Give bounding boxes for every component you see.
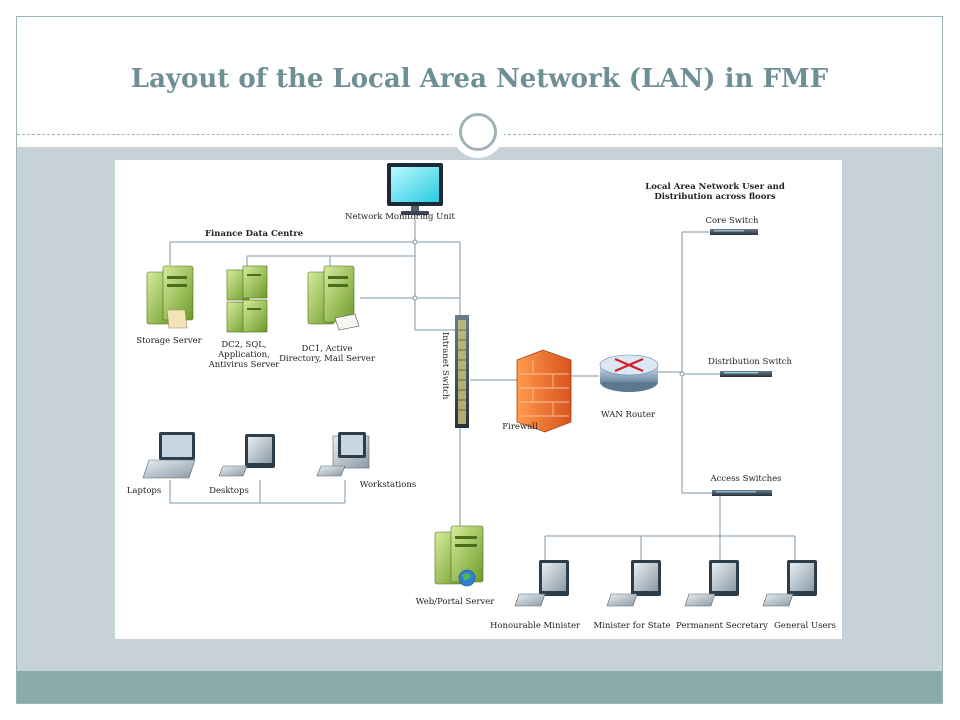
label-core-switch: Core Switch bbox=[705, 216, 759, 226]
web-server-icon bbox=[434, 525, 484, 587]
workstation-icon bbox=[316, 432, 370, 477]
footer-band bbox=[17, 671, 942, 703]
laptop-icon bbox=[142, 432, 196, 479]
label-lan-header: Local Area Network User and Distribution… bbox=[645, 182, 785, 202]
label-dc2-server: DC2, SQL, Application, Antivirus Server bbox=[208, 340, 280, 370]
label-network-monitoring-unit: Network Monitoring Unit bbox=[345, 212, 455, 222]
pc-permanent-secretary-icon bbox=[684, 560, 739, 607]
slide-title: Layout of the Local Area Network (LAN) i… bbox=[130, 64, 829, 94]
label-workstations: Workstations bbox=[359, 480, 417, 490]
title-divider-left bbox=[17, 134, 454, 135]
label-permanent-secretary: Permanent Secretary bbox=[676, 621, 768, 631]
label-dc1-server: DC1, Active Directory, Mail Server bbox=[279, 344, 375, 364]
label-minister-for-state: Minister for State bbox=[593, 621, 671, 631]
pc-general-users-icon bbox=[762, 560, 817, 607]
wan-router-icon bbox=[599, 354, 659, 392]
label-honourable-minister: Honourable Minister bbox=[489, 621, 581, 631]
label-intranet-switch: Intranet Switch bbox=[440, 332, 450, 400]
label-finance-data-centre: Finance Data Centre bbox=[205, 229, 304, 239]
desktop-icon bbox=[218, 434, 275, 477]
label-firewall: Firewall bbox=[502, 422, 538, 432]
firewall-icon bbox=[516, 349, 572, 433]
divider-ring-icon bbox=[452, 106, 504, 158]
dc1-server-icon bbox=[307, 265, 360, 331]
core-switch-icon bbox=[710, 229, 758, 235]
pc-honourable-minister-icon bbox=[514, 560, 569, 607]
monitor-icon bbox=[387, 163, 443, 215]
network-diagram: Network Monitoring Unit Finance Data Cen… bbox=[115, 160, 842, 639]
dc2-server-icon bbox=[226, 265, 268, 333]
slide-frame bbox=[16, 16, 943, 704]
pc-minister-for-state-icon bbox=[606, 560, 661, 607]
label-laptops: Laptops bbox=[126, 486, 162, 496]
label-distribution-switch: Distribution Switch bbox=[708, 357, 792, 367]
label-wan-router: WAN Router bbox=[600, 410, 656, 420]
connection-lines bbox=[169, 212, 796, 560]
storage-server-icon bbox=[146, 265, 194, 329]
access-switch-icon bbox=[712, 490, 772, 496]
label-general-users: General Users bbox=[774, 621, 836, 631]
distribution-switch-icon bbox=[720, 371, 772, 377]
label-storage-server: Storage Server bbox=[136, 336, 202, 346]
diagram-canvas bbox=[142, 163, 817, 607]
label-access-switches: Access Switches bbox=[710, 474, 782, 484]
title-divider-right bbox=[503, 134, 942, 135]
label-web-portal-server: Web/Portal Server bbox=[415, 597, 495, 607]
intranet-switch-icon bbox=[455, 315, 469, 428]
label-desktops: Desktops bbox=[209, 486, 249, 496]
